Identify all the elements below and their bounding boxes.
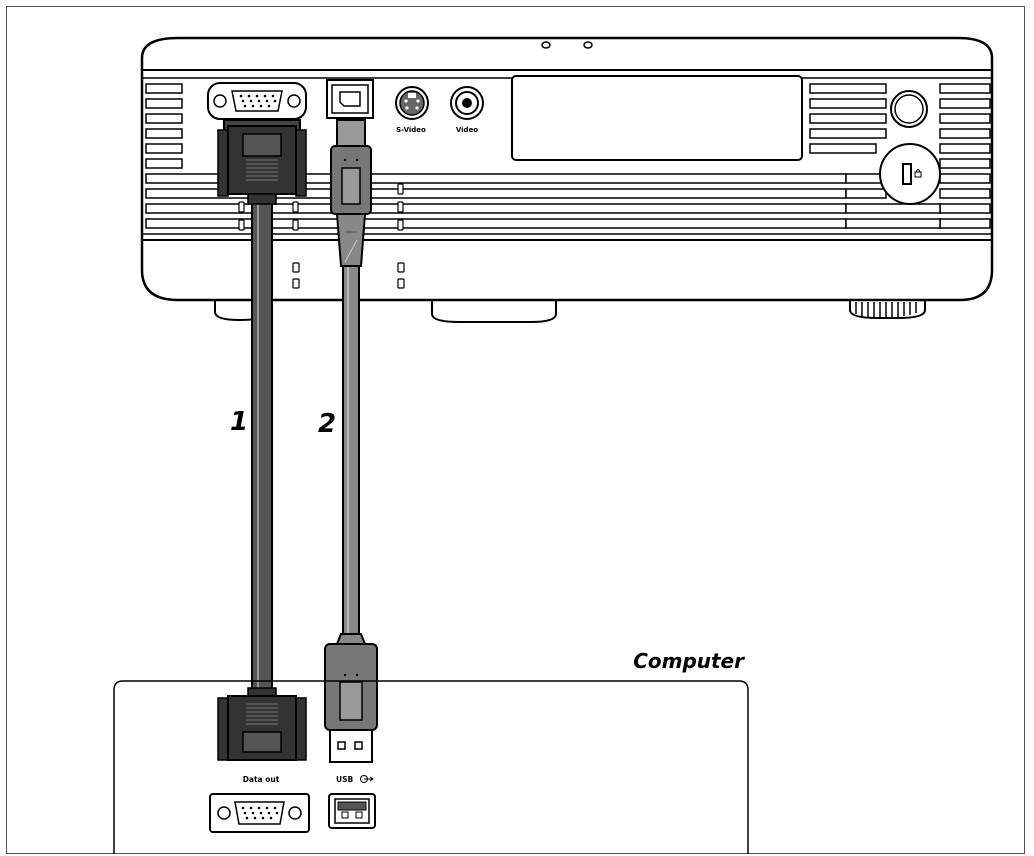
cable-2-label: 2 [318, 409, 336, 439]
projector-top-hole [583, 41, 593, 49]
projector-round-button [890, 90, 928, 128]
data-out-label: Data out [243, 775, 280, 784]
svideo-port [395, 86, 429, 120]
projector-foot-middle [431, 297, 557, 323]
projector-vga-port [207, 82, 307, 120]
video-label: Video [456, 126, 478, 134]
computer-vga-port [209, 793, 310, 833]
computer: Computer Data out USB [113, 649, 749, 854]
cable-1-label: 1 [230, 407, 248, 437]
projector-foot-right [849, 297, 926, 319]
vga-cable [217, 119, 307, 761]
projector-top-hole [541, 41, 551, 49]
svideo-label: S-Video [396, 126, 426, 134]
computer-usb-port [328, 793, 376, 829]
kensington-lock-icon [879, 143, 941, 205]
usb-cable [324, 119, 378, 763]
usb-b-connector [330, 119, 372, 267]
computer-label: Computer [633, 649, 745, 673]
usb-a-connector [324, 633, 378, 763]
usb-symbol-icon [360, 775, 374, 783]
vga-connector-computer [217, 687, 307, 761]
projector-usb-port [326, 79, 374, 119]
projector-panel [511, 75, 803, 161]
computer-body [113, 680, 749, 854]
usb-port-label: USB [336, 775, 374, 784]
projector-vent-right [809, 83, 991, 229]
video-port [450, 86, 484, 120]
usb-label: USB [336, 775, 353, 784]
vga-connector-projector [217, 119, 307, 205]
